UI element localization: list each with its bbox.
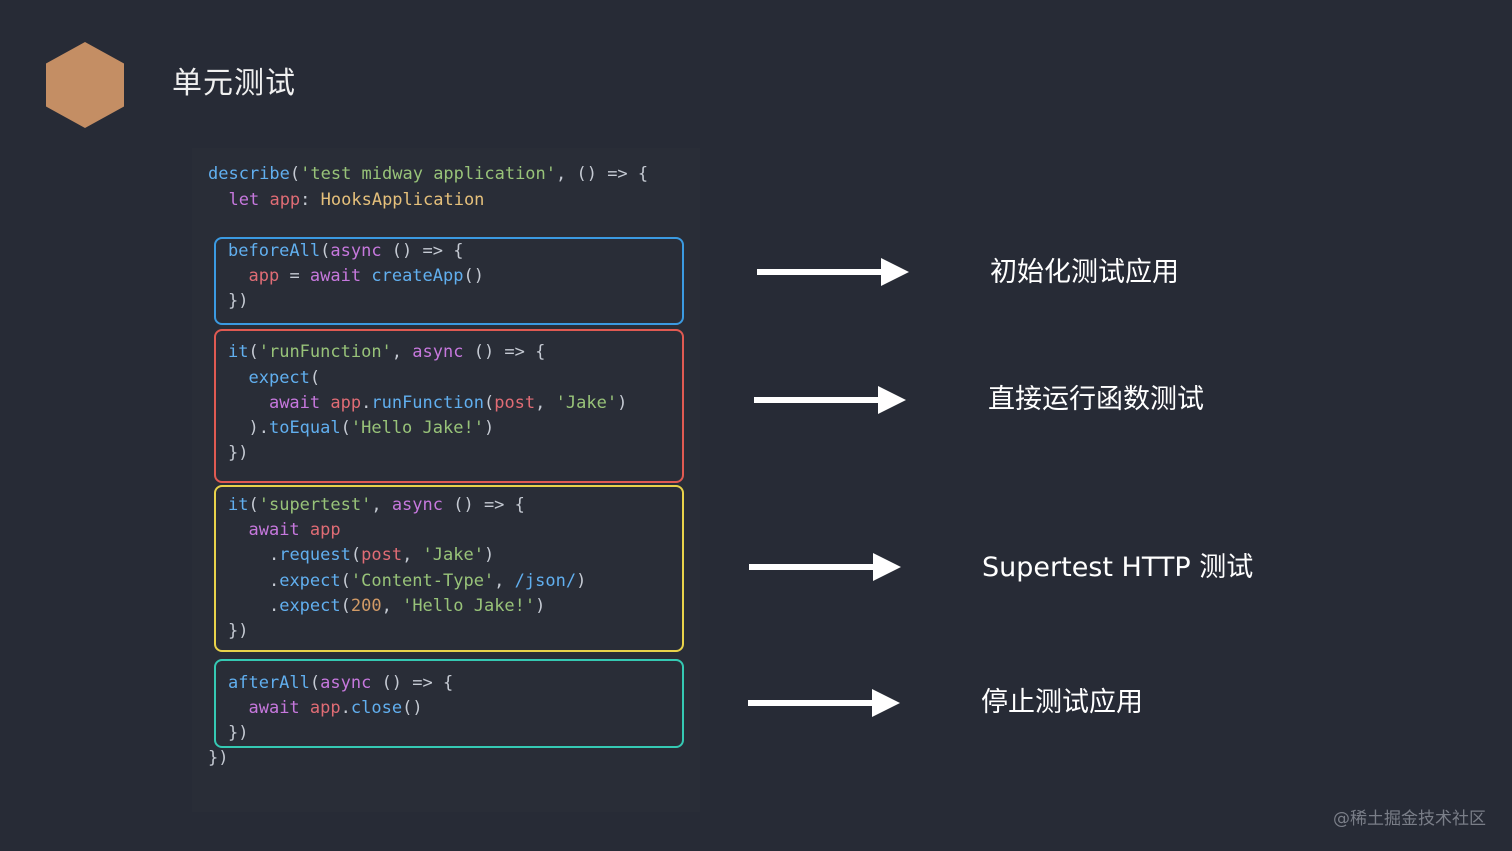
code-line: expect( bbox=[228, 366, 320, 391]
code-token: () => { bbox=[443, 495, 525, 515]
code-line: app = await createApp() bbox=[228, 264, 484, 289]
hexagon-logo-icon bbox=[46, 42, 124, 128]
code-token: 'supertest' bbox=[258, 495, 372, 515]
code-line: afterAll(async () => { bbox=[228, 673, 454, 693]
code-token: it bbox=[228, 342, 249, 362]
code-token: /json/ bbox=[514, 571, 577, 591]
code-token: expect bbox=[279, 571, 341, 591]
code-token: describe bbox=[208, 164, 290, 184]
code-token: app bbox=[248, 266, 280, 286]
code-token: async bbox=[391, 495, 443, 515]
init-code-box bbox=[214, 237, 684, 325]
code-token: await bbox=[248, 698, 300, 718]
code-line: }) bbox=[228, 289, 248, 314]
code-line: }) bbox=[228, 441, 248, 466]
code-token: }) bbox=[208, 748, 229, 768]
code-line: await app bbox=[228, 518, 341, 543]
arrow-right-icon bbox=[754, 386, 906, 414]
code-token: post bbox=[361, 545, 403, 565]
code-token: 'test midway application' bbox=[300, 164, 557, 184]
code-token: , () => { bbox=[556, 164, 649, 184]
code-token: app bbox=[309, 520, 341, 540]
code-token: app bbox=[330, 393, 362, 413]
code-token: async bbox=[330, 241, 382, 261]
code-line: await app.close() bbox=[248, 698, 423, 718]
code-token: await bbox=[309, 266, 362, 286]
code-line: }) bbox=[228, 619, 248, 644]
code-token: = bbox=[279, 266, 310, 286]
supertest-annotation: Supertest HTTP 测试 bbox=[982, 552, 1254, 583]
code-token: close bbox=[350, 698, 403, 718]
code-token: expect bbox=[248, 368, 310, 388]
code-line: it('supertest', async () => { bbox=[228, 495, 525, 515]
code-token: expect bbox=[279, 596, 341, 616]
code-token: toEqual bbox=[268, 418, 341, 438]
code-token: await bbox=[248, 520, 300, 540]
supertest-code-box bbox=[214, 485, 684, 652]
direct-run-annotation: 直接运行函数测试 bbox=[988, 384, 1204, 415]
code-line: .expect(200, 'Hello Jake!') bbox=[268, 596, 546, 616]
code-token: createApp bbox=[371, 266, 464, 286]
code-token: () => { bbox=[371, 673, 454, 693]
code-token: request bbox=[279, 545, 351, 565]
code-token: app bbox=[269, 190, 301, 210]
code-token: 200 bbox=[350, 596, 382, 616]
arrow-right-icon bbox=[748, 689, 900, 717]
stop-annotation: 停止测试应用 bbox=[981, 687, 1143, 718]
slide-title: 单元测试 bbox=[172, 66, 296, 101]
code-token: 'Hello Jake!' bbox=[402, 596, 536, 616]
init-annotation: 初始化测试应用 bbox=[990, 257, 1179, 288]
code-token: () bbox=[463, 266, 484, 286]
code-line: describe('test midway application', () =… bbox=[208, 164, 649, 184]
code-line: .expect('Content-Type', /json/) bbox=[268, 571, 587, 591]
code-token: post bbox=[494, 393, 536, 413]
code-token: 'Hello Jake!' bbox=[350, 418, 484, 438]
code-token: () bbox=[402, 698, 423, 718]
code-token: app bbox=[309, 698, 341, 718]
code-token: () => { bbox=[381, 241, 464, 261]
code-token: await bbox=[268, 393, 321, 413]
code-panel bbox=[192, 148, 700, 812]
code-token: 'Content-Type' bbox=[350, 571, 495, 591]
code-token: async bbox=[320, 673, 372, 693]
watermark: @稀土掘金技术社区 bbox=[1333, 809, 1486, 829]
code-token: it bbox=[228, 495, 249, 515]
code-line: await app.runFunction(post, 'Jake') bbox=[268, 393, 628, 413]
code-token: }) bbox=[228, 443, 249, 463]
code-token: afterAll bbox=[228, 673, 310, 693]
code-line: }) bbox=[208, 746, 228, 771]
code-line: beforeAll(async () => { bbox=[228, 241, 464, 261]
code-token: }) bbox=[228, 621, 249, 641]
stop-code-box bbox=[214, 659, 684, 748]
code-token: let bbox=[228, 190, 260, 210]
code-line: let app: HooksApplication bbox=[228, 190, 485, 210]
code-token: beforeAll bbox=[228, 241, 321, 261]
code-token: HooksApplication bbox=[320, 190, 485, 210]
code-line: .request(post, 'Jake') bbox=[268, 545, 495, 565]
arrow-right-icon bbox=[757, 258, 909, 286]
code-token: 'runFunction' bbox=[258, 342, 392, 362]
code-line: }) bbox=[228, 721, 248, 746]
arrow-right-icon bbox=[749, 553, 901, 581]
code-token: runFunction bbox=[371, 393, 484, 413]
code-line: ).toEqual('Hello Jake!') bbox=[248, 418, 495, 438]
code-token: ( bbox=[309, 368, 321, 388]
code-token: async bbox=[412, 342, 464, 362]
code-token: }) bbox=[228, 723, 249, 743]
code-token: 'Jake' bbox=[422, 545, 484, 565]
code-line: it('runFunction', async () => { bbox=[228, 342, 546, 362]
code-token: }) bbox=[228, 291, 249, 311]
code-token: () => { bbox=[463, 342, 546, 362]
code-token: 'Jake' bbox=[555, 393, 618, 413]
direct-run-code-box bbox=[214, 329, 684, 483]
